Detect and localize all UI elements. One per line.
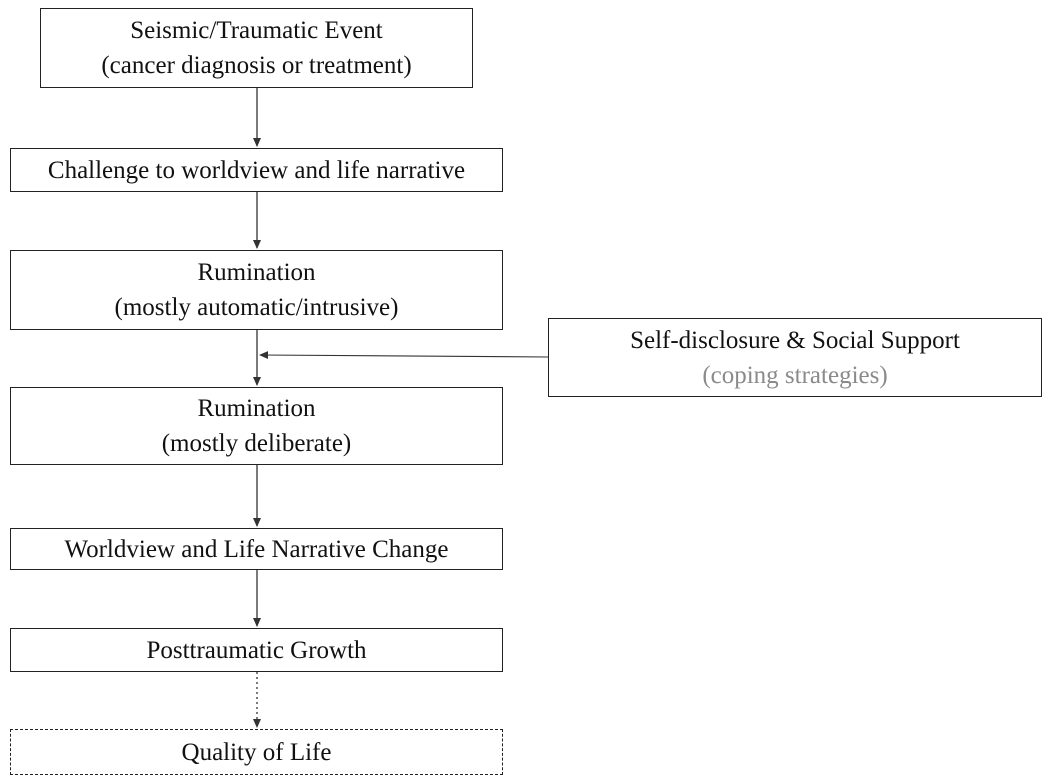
- node-challenge-worldview: Challenge to worldview and life narrativ…: [10, 148, 503, 192]
- node-rumination-deliberate-title: Rumination: [197, 395, 316, 422]
- node-social-support-subtitle: (coping strategies): [702, 361, 888, 389]
- node-rumination-automatic-subtitle: (mostly automatic/intrusive): [114, 294, 399, 321]
- arrow-support-to-rumination-path: [259, 351, 549, 360]
- node-posttraumatic-growth: Posttraumatic Growth: [10, 628, 503, 672]
- node-rumination-deliberate: Rumination (mostly deliberate): [10, 387, 503, 465]
- node-social-support: Self-disclosure & Social Support (coping…: [548, 318, 1042, 397]
- node-traumatic-event-title: Seismic/Traumatic Event: [130, 17, 383, 44]
- node-posttraumatic-growth-title: Posttraumatic Growth: [146, 636, 367, 664]
- node-traumatic-event-subtitle: (cancer diagnosis or treatment): [101, 52, 412, 79]
- node-social-support-title: Self-disclosure & Social Support: [630, 326, 960, 354]
- node-rumination-automatic-title: Rumination: [197, 259, 316, 286]
- node-challenge-worldview-title: Challenge to worldview and life narrativ…: [47, 156, 466, 184]
- node-traumatic-event: Seismic/Traumatic Event (cancer diagnosi…: [40, 8, 473, 88]
- node-quality-of-life: Quality of Life: [10, 729, 503, 775]
- node-worldview-change-title: Worldview and Life Narrative Change: [64, 535, 449, 563]
- node-rumination-automatic: Rumination (mostly automatic/intrusive): [10, 250, 503, 330]
- node-rumination-deliberate-subtitle: (mostly deliberate): [161, 430, 352, 457]
- node-quality-of-life-title: Quality of Life: [181, 738, 332, 766]
- node-worldview-change: Worldview and Life Narrative Change: [10, 528, 503, 570]
